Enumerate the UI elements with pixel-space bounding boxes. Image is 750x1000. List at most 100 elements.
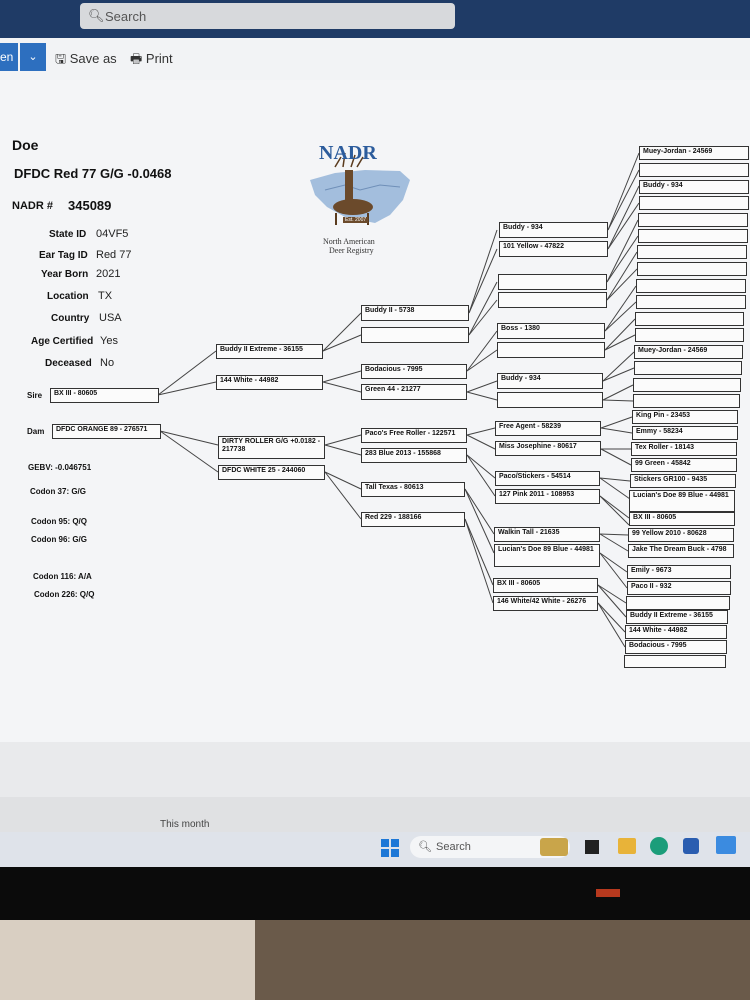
pedigree-box-g5[interactable]: Buddy - 934 — [639, 180, 749, 194]
file-explorer-icon[interactable] — [618, 838, 636, 854]
nadr-number: 345089 — [68, 198, 112, 213]
pedigree-box-g5[interactable] — [637, 245, 747, 259]
monitor-logo — [596, 889, 620, 897]
pedigree-box-g5[interactable]: Stickers GR100 - 9435 — [630, 474, 736, 488]
pedigree-box-g4[interactable]: Boss - 1380 — [497, 323, 605, 339]
field-value: USA — [99, 312, 122, 324]
pedigree-box-g4[interactable] — [498, 292, 607, 308]
pedigree-box-g5[interactable] — [638, 229, 748, 243]
pedigree-box-g5[interactable] — [636, 295, 746, 309]
pedigree-box-g5[interactable]: 144 White - 44982 — [625, 625, 727, 639]
pedigree-box-g5[interactable] — [635, 312, 744, 326]
save-as-button[interactable]: 🖫︎ Save as — [55, 51, 117, 66]
sire-box[interactable]: BX III - 80605 — [50, 388, 159, 403]
pedigree-box-g4[interactable]: 101 Yellow - 47822 — [499, 241, 608, 257]
pedigree-box-g2[interactable]: Buddy II Extreme - 36155 — [216, 344, 323, 359]
pedigree-box-g4[interactable] — [497, 342, 605, 358]
windows-start-icon[interactable] — [381, 839, 399, 857]
pedigree-box-g5[interactable]: 99 Green - 45842 — [631, 458, 737, 472]
field-value: 04VF5 — [96, 228, 129, 240]
pedigree-box-g5[interactable]: Bodacious - 7995 — [625, 640, 727, 654]
pedigree-box-g2[interactable]: 144 White - 44982 — [216, 375, 323, 390]
pedigree-box-g5[interactable] — [634, 361, 742, 375]
field-label: Year Born — [41, 269, 89, 280]
dam-box[interactable]: DFDC ORANGE 89 - 276571 — [52, 424, 161, 439]
animal-sex: Doe — [12, 137, 39, 153]
pedigree-box-g5[interactable]: Emily - 9673 — [627, 565, 731, 579]
pedigree-box-g4[interactable]: Walkin Tall - 21635 — [494, 527, 600, 542]
pedigree-box-g5[interactable]: Muey-Jordan - 24569 — [634, 345, 743, 359]
logo-line1: North American — [323, 237, 375, 246]
pedigree-box-g5[interactable]: Muey-Jordan - 24569 — [639, 146, 749, 160]
pedigree-box-g4[interactable]: Buddy - 934 — [497, 373, 603, 389]
pedigree-box-g5[interactable] — [637, 262, 747, 276]
pedigree-box-g4[interactable]: 146 White/42 White - 26276 — [493, 596, 598, 611]
pedigree-box-g5[interactable] — [633, 378, 741, 392]
task-view-icon[interactable] — [585, 840, 599, 854]
pedigree-box-g3[interactable]: Buddy II - 5738 — [361, 305, 469, 321]
pedigree-box-g4[interactable]: Lucian's Doe 89 Blue - 44981 — [494, 544, 600, 567]
pedigree-box-g5[interactable]: Buddy II Extreme - 36155 — [626, 610, 728, 624]
chevron-down-icon[interactable]: ⌄ — [20, 43, 46, 71]
pedigree-box-g5[interactable]: Tex Roller - 18143 — [631, 442, 737, 456]
codon-95: Codon 95: Q/Q — [31, 517, 87, 526]
pedigree-box-g3[interactable]: Green 44 - 21277 — [361, 384, 467, 400]
codon-116: Codon 116: A/A — [33, 572, 92, 581]
taskbar-search[interactable]: 🔍︎ Search — [410, 836, 570, 858]
pedigree-box-g4[interactable]: Free Agent - 58239 — [495, 421, 601, 436]
file-list-footer: This month — [0, 797, 750, 832]
dam-label: Dam — [27, 427, 45, 436]
pedigree-box-g4[interactable]: Buddy - 934 — [499, 222, 608, 238]
pedigree-box-g4[interactable]: Miss Josephine - 80617 — [495, 441, 601, 456]
print-icon: 🖶︎ — [130, 51, 143, 66]
store-icon[interactable] — [683, 838, 699, 854]
pedigree-box-g3[interactable]: Red 229 - 188166 — [361, 512, 465, 527]
search-box[interactable]: 🔍︎ Search — [80, 3, 455, 29]
pedigree-box-g2[interactable]: DIRTY ROLLER G/G +0.0182 - 217738 — [218, 436, 325, 459]
taskbar-search-label: Search — [436, 841, 471, 853]
pedigree-box-g2[interactable]: DFDC WHITE 25 - 244060 — [218, 465, 325, 480]
pedigree-box-g5[interactable] — [636, 279, 746, 293]
calculator-icon[interactable] — [716, 836, 736, 854]
print-button[interactable]: 🖶︎ Print — [130, 51, 173, 66]
pedigree-box-g5[interactable]: Emmy - 58234 — [632, 426, 738, 440]
search-icon: 🔍︎ — [88, 8, 105, 23]
pedigree-box-g5[interactable] — [624, 655, 726, 668]
open-button[interactable]: en — [0, 43, 18, 71]
pedigree-box-g3[interactable] — [361, 327, 469, 343]
pedigree-box-g3[interactable]: 283 Blue 2013 - 155868 — [361, 448, 467, 463]
pedigree-box-g5[interactable]: Jake The Dream Buck - 4798 — [628, 544, 734, 558]
pedigree-box-g3[interactable]: Tall Texas - 80613 — [361, 482, 465, 497]
pedigree-box-g4[interactable] — [498, 274, 607, 290]
pedigree-box-g5[interactable]: Paco II - 932 — [627, 581, 731, 595]
pedigree-box-g4[interactable]: Paco/Stickers - 54514 — [495, 471, 600, 486]
taskbar — [0, 832, 750, 867]
pedigree-box-g4[interactable]: 127 Pink 2011 - 108953 — [495, 489, 600, 504]
pedigree-box-g5[interactable] — [639, 196, 749, 210]
pedigree-box-g3[interactable]: Paco's Free Roller - 122571 — [361, 428, 467, 443]
edge-icon[interactable] — [650, 837, 668, 855]
field-label: Deceased — [45, 358, 92, 369]
pedigree-box-g5[interactable]: King Pin - 23453 — [632, 410, 738, 424]
widget-icon[interactable] — [540, 838, 568, 856]
pedigree-box-g5[interactable]: Lucian's Doe 89 Blue - 44981 — [629, 490, 735, 512]
pedigree-box-g5[interactable] — [639, 163, 749, 177]
pedigree-box-g5[interactable] — [638, 213, 748, 227]
pedigree-box-g5[interactable] — [626, 596, 730, 610]
nadr-label: NADR # — [12, 200, 53, 212]
codon-37: Codon 37: G/G — [30, 487, 86, 496]
sire-label: Sire — [27, 391, 43, 400]
pedigree-box-g5[interactable] — [635, 328, 744, 342]
pedigree-box-g3[interactable]: Bodacious - 7995 — [361, 364, 467, 379]
pedigree-box-g5[interactable] — [633, 394, 740, 408]
pedigree-box-g4[interactable] — [497, 392, 603, 408]
pedigree-box-g4[interactable]: BX III - 80605 — [493, 578, 598, 593]
field-label: Country — [51, 313, 90, 324]
pedigree-box-g5[interactable]: BX III - 80605 — [629, 512, 735, 526]
field-value: No — [100, 357, 115, 369]
nadr-logo: NADR Est. 2007 North American Deer Regis… — [305, 142, 415, 255]
logo-line2: Deer Registry — [329, 246, 374, 255]
pedigree-box-g5[interactable]: 99 Yellow 2010 - 80628 — [628, 528, 734, 542]
field-label: Location — [47, 291, 89, 302]
